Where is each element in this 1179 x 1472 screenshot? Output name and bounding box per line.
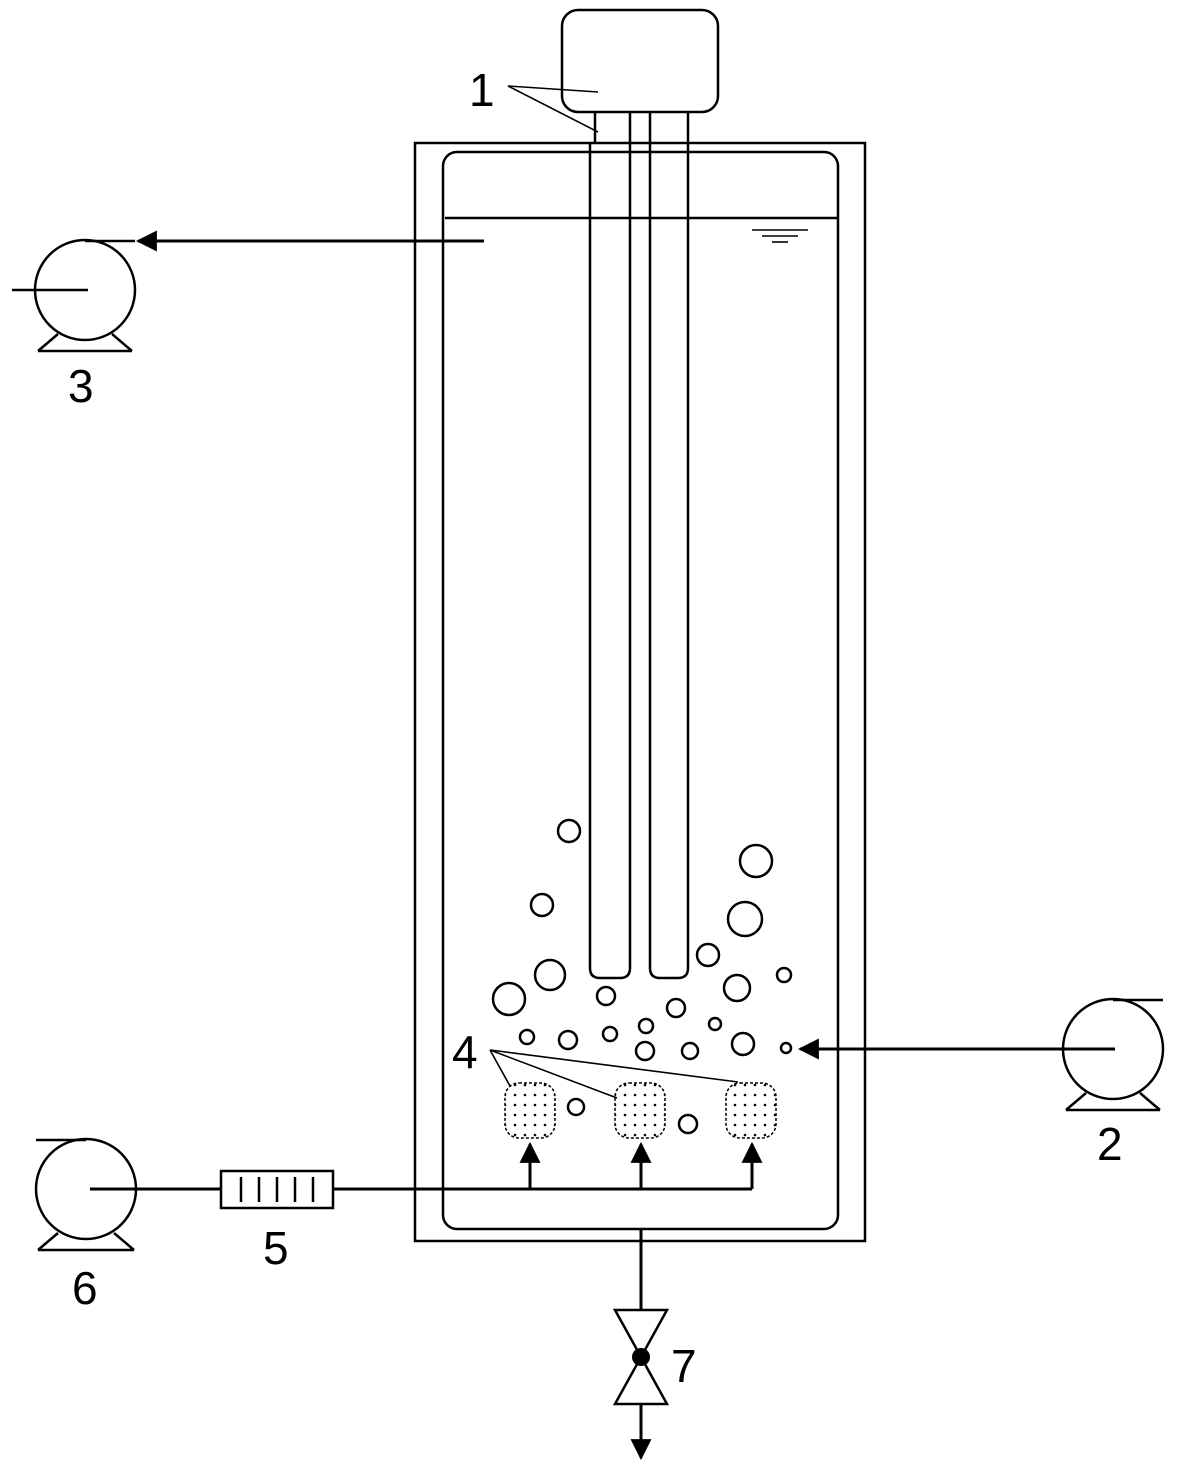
label-pump-left-bottom: 6	[72, 1262, 98, 1314]
drain-valve	[612, 1229, 670, 1461]
label-flowmeter: 5	[263, 1222, 289, 1274]
bubbles	[491, 818, 793, 1135]
label-motor: 1	[469, 64, 495, 116]
motor-stirrer	[560, 8, 720, 980]
label-pump-left-top: 3	[68, 360, 94, 412]
label-valve: 7	[671, 1340, 697, 1392]
pump-2	[1061, 997, 1165, 1112]
diffuser-leaders	[489, 1049, 739, 1099]
label-pump-right: 2	[1097, 1118, 1123, 1170]
label-diffusers: 4	[452, 1026, 478, 1078]
pump-3	[12, 238, 137, 353]
motor-leader-1	[507, 85, 599, 133]
air-line	[90, 1141, 763, 1191]
water-level	[445, 216, 838, 243]
pump-6	[34, 1137, 138, 1252]
flowmeter	[219, 1169, 335, 1210]
motor-leader-2	[507, 85, 599, 93]
diffusers	[504, 1082, 777, 1139]
reactor-vessel	[413, 141, 867, 1243]
